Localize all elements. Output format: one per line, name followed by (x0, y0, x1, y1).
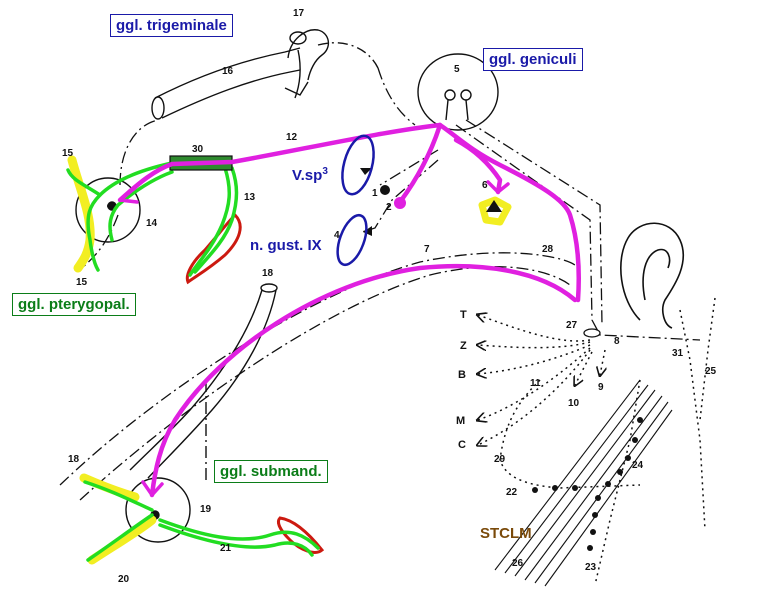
label-6: 6 (482, 180, 488, 191)
label-22: 22 (506, 487, 518, 498)
label-4: 4 (334, 230, 340, 241)
label-7: 7 (424, 244, 430, 255)
letter-m: M (456, 415, 465, 427)
label-11: 11 (530, 378, 541, 389)
green-path (66, 161, 320, 562)
sternocleidomastoid-muscle (494, 379, 673, 587)
label-14: 14 (146, 218, 158, 229)
label-19: 19 (200, 504, 212, 515)
letter-z: Z (460, 340, 467, 352)
label-20: 20 (118, 574, 130, 585)
label-8: 8 (614, 336, 620, 347)
n-gust-ix-label: n. gust. IX (250, 237, 322, 254)
ggl-geniculi-label: ggl. geniculi (483, 48, 583, 71)
label-18a: 18 (262, 268, 274, 279)
blue-highlight-ellipses (336, 134, 375, 267)
label-15b: 15 (76, 277, 88, 288)
trigeminal-nerve-tube (151, 29, 379, 120)
label-29: 29 (494, 454, 506, 465)
label-16: 16 (222, 66, 234, 77)
ggl-pterygopal-label: ggl. pterygopal. (12, 293, 136, 316)
letter-c: C (458, 439, 466, 451)
letter-t: T (460, 309, 467, 321)
magenta-arrowheads (118, 180, 510, 497)
label-25: 25 (705, 366, 717, 377)
ggl-submand-label: ggl. submand. (214, 460, 328, 483)
geniculate-ganglion-outline (417, 53, 499, 131)
label-9: 9 (598, 382, 604, 393)
label-18b: 18 (68, 454, 80, 465)
label-5: 5 (454, 64, 460, 75)
label-21: 21 (220, 543, 232, 554)
label-27: 27 (566, 320, 578, 331)
number-labels: 1 2 4 5 6 7 8 9 10 11 12 13 14 15 15 16 … (62, 8, 717, 585)
label-31: 31 (672, 348, 684, 359)
magenta-path (117, 122, 581, 498)
red-glands (185, 212, 325, 554)
facial-branches (478, 297, 716, 586)
nerve-markers (360, 168, 601, 338)
label-28: 28 (542, 244, 554, 255)
label-12: 12 (286, 132, 298, 143)
cervical-dotted-branch (532, 417, 643, 551)
label-10: 10 (568, 398, 580, 409)
v-sp-label: V.sp3 (292, 166, 328, 184)
chorda-tympani-tube (129, 283, 278, 480)
label-24: 24 (632, 460, 644, 471)
muscle-letter-labels: T Z B M C (456, 309, 467, 451)
label-2: 2 (386, 202, 392, 213)
ggl-trigeminale-label: ggl. trigeminale (110, 14, 233, 37)
label-17: 17 (293, 8, 305, 19)
label-15a: 15 (62, 148, 74, 159)
label-30: 30 (192, 144, 204, 155)
label-26: 26 (512, 558, 524, 569)
ear-outline (620, 222, 685, 329)
letter-b: B (458, 369, 466, 381)
v-sp-superscript: 3 (322, 166, 328, 177)
label-1: 1 (372, 188, 378, 199)
label-23: 23 (585, 562, 597, 573)
label-13: 13 (244, 192, 256, 203)
magenta-dot (394, 197, 406, 209)
dark-nodes (107, 200, 502, 212)
yellow-path (67, 155, 512, 565)
stclm-label: STCLM (480, 525, 532, 542)
v-sp-text: V.sp (292, 167, 323, 184)
